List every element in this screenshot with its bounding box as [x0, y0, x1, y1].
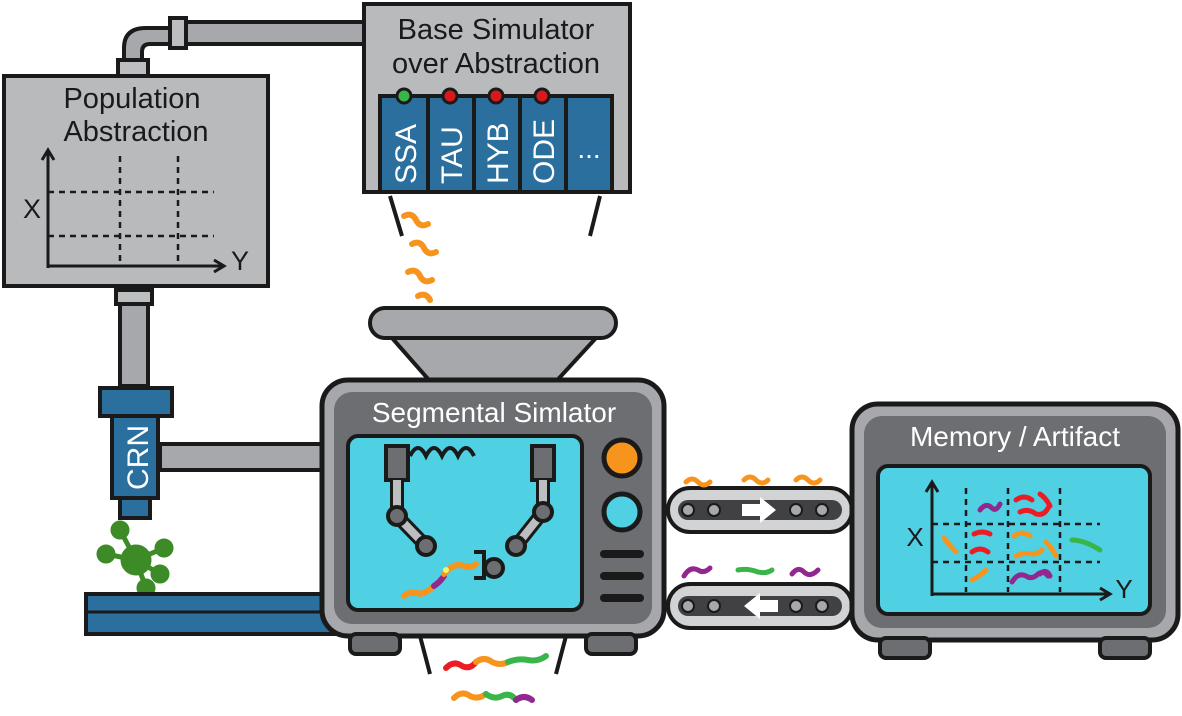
module-tau-label: TAU: [436, 126, 469, 184]
population-axis-y: Y: [231, 246, 249, 276]
base-simulator-title-line1: Base Simulator: [398, 14, 595, 46]
crn-injector: [98, 386, 174, 520]
robot-arms: [384, 444, 556, 580]
right-arrow-icon: [742, 497, 776, 523]
ssa-status-light: [395, 87, 413, 105]
base-simulator-panel: [362, 2, 632, 237]
conveyor-from-memory: [666, 582, 854, 630]
population-abstraction-panel: [2, 74, 270, 288]
input-conveyor: [84, 592, 338, 636]
cyan-dial: [601, 491, 643, 533]
hyb-status-light: [487, 87, 505, 105]
tau-status-light: [441, 87, 459, 105]
segmental-simulator-title: Segmental Simlator: [372, 397, 616, 428]
population-title-line2: Abstraction: [63, 116, 208, 148]
conveyor-segments: [681, 474, 823, 579]
base-simulator-title-line2: over Abstraction: [392, 48, 600, 80]
module-ode-label: ODE: [528, 119, 561, 184]
module-hyb-label: HYB: [482, 122, 515, 184]
segmental-simulator-machine: [319, 377, 667, 675]
molecule-icon: [96, 520, 174, 598]
memory-artifact-title: Memory / Artifact: [910, 421, 1120, 452]
population-title-line1: Population: [63, 83, 200, 115]
output-segments: [443, 653, 549, 703]
hopper: [368, 306, 618, 390]
left-arrow-icon: [744, 593, 778, 619]
memory-axis-y: Y: [1115, 574, 1132, 604]
falling-segment: [401, 211, 439, 303]
ode-status-light: [533, 87, 551, 105]
population-axis-x: X: [23, 194, 41, 224]
module-ssa-label: SSA: [390, 124, 423, 184]
crn-label: CRN: [122, 425, 155, 490]
memory-artifact-machine: [849, 401, 1181, 660]
module-more-label: ...: [577, 133, 600, 164]
memory-axis-x: X: [906, 522, 923, 552]
conveyor-to-memory: [666, 486, 854, 534]
orange-dial: [601, 437, 643, 479]
